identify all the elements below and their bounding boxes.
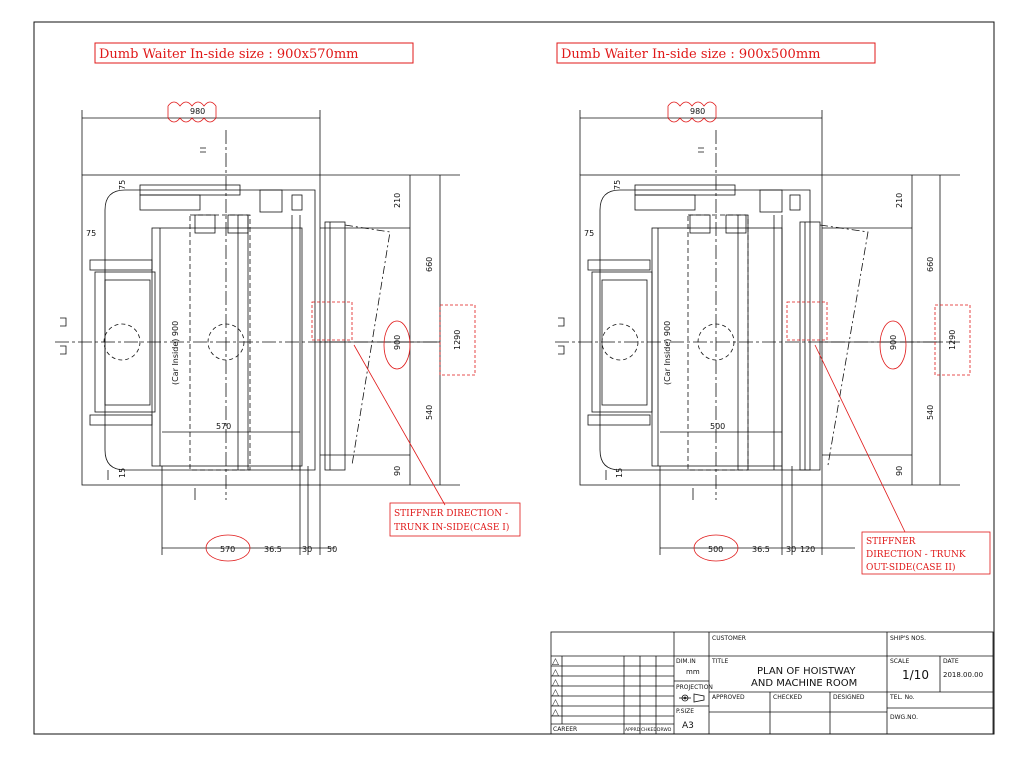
approved-label: APPROVED: [712, 694, 745, 701]
title-label: TITLE: [711, 658, 728, 665]
right-dim-36-5: 36.5: [752, 545, 770, 554]
left-dim-50: 50: [327, 545, 337, 554]
left-dim-car-inside: (Car Inside) 900: [171, 321, 180, 385]
left-dim-540: 540: [425, 405, 434, 420]
right-dim-car-inside: (Car Inside) 900: [663, 321, 672, 385]
left-note-line2: TRUNK IN-SIDE(CASE I): [394, 522, 509, 533]
left-dim-75a: 75: [118, 180, 127, 190]
right-dim-75b: 75: [584, 229, 594, 238]
left-red-cloud-1290: [439, 304, 476, 376]
right-dim-540: 540: [926, 405, 935, 420]
left-dim-inner-570: 570: [216, 422, 231, 431]
dim-in-value: mm: [686, 668, 700, 676]
psize-value: A3: [682, 721, 694, 731]
right-note-line1: STIFFNER: [866, 537, 916, 547]
date-value: 2018.00.00: [943, 671, 983, 679]
left-note-box: [389, 502, 521, 537]
right-note-box: [861, 531, 991, 575]
drwd-label: DRWD: [657, 727, 672, 733]
right-dim-90: 90: [895, 466, 904, 476]
revision-marker-3: △: [552, 678, 559, 688]
right-red-ellipse-500: [693, 534, 739, 562]
left-dim-15: 15: [118, 468, 127, 478]
customer-label: CUSTOMER: [712, 635, 746, 642]
left-red-ellipse-900: [383, 320, 411, 370]
left-heading: Dumb Waiter In-side size : 900x570mm: [99, 47, 359, 62]
projection-label: PROJECTION: [676, 684, 713, 691]
left-dim-660: 660: [425, 257, 434, 272]
ships-nos-label: SHIP'S NOS.: [890, 635, 926, 642]
right-dim-660: 660: [926, 257, 935, 272]
left-dim-30: 30: [302, 545, 312, 554]
psize-label: P.SIZE: [676, 708, 694, 715]
right-dim-1290: 1290: [948, 330, 957, 350]
right-heading-box: [556, 42, 876, 64]
revision-marker-4: △: [552, 688, 559, 698]
left-leader-line: [353, 344, 446, 506]
title-line1: PLAN OF HOISTWAY: [757, 666, 856, 677]
right-dim-980: 980: [690, 107, 705, 116]
right-leader-line: [814, 344, 906, 533]
right-dim-900: 900: [889, 335, 898, 350]
title-line2: AND MACHINE ROOM: [751, 678, 857, 689]
checked-label: CHECKED: [773, 694, 802, 701]
revision-markers: △ △ △ △ △ △: [552, 657, 559, 718]
left-dim-980: 980: [190, 107, 205, 116]
right-note-line2: DIRECTION - TRUNK: [866, 550, 966, 560]
right-red-cloud-1290: [934, 304, 971, 376]
right-red-cloud-mid: [786, 301, 828, 341]
left-dim-90: 90: [393, 466, 402, 476]
right-drawing: [555, 42, 991, 575]
left-dim-900: 900: [393, 335, 402, 350]
revision-marker-1: △: [552, 657, 559, 667]
revision-marker-6: △: [552, 708, 559, 718]
title-block: [550, 631, 994, 735]
right-dim-120: 120: [800, 545, 815, 554]
tel-label: TEL. No.: [889, 694, 915, 701]
left-heading-box: [94, 42, 414, 64]
left-dim-36-5: 36.5: [264, 545, 282, 554]
right-dim-labels: 980 75 75 210 660 540 90 (Car Inside) 90…: [584, 107, 957, 554]
left-dim-bottom-570: 570: [220, 545, 235, 554]
revision-marker-2: △: [552, 668, 559, 678]
date-label: DATE: [943, 658, 959, 665]
scale-label: SCALE: [890, 658, 909, 665]
sheet-border: [33, 21, 995, 735]
right-dim-15: 15: [615, 468, 624, 478]
right-red-ellipse-900: [879, 320, 907, 370]
dwg-label: DWG.NO.: [890, 714, 918, 721]
right-revision-cloud-top: [667, 101, 717, 123]
apprd-label: APPRD: [625, 727, 641, 733]
right-dim-inner-500: 500: [710, 422, 725, 431]
right-dim-30: 30: [786, 545, 796, 554]
title-block-labels: CUSTOMER SHIP'S NOS. DIM.IN TITLE SCALE …: [553, 635, 959, 733]
right-dim-210: 210: [895, 193, 904, 208]
left-dim-1290: 1290: [453, 330, 462, 350]
right-heading: Dumb Waiter In-side size : 900x500mm: [561, 47, 821, 62]
dim-in-label: DIM.IN: [676, 658, 696, 665]
right-dim-75a: 75: [613, 180, 622, 190]
right-dim-bottom-500: 500: [708, 545, 723, 554]
left-red-cloud-mid: [311, 301, 353, 341]
revision-marker-5: △: [552, 698, 559, 708]
left-note-line1: STIFFNER DIRECTION -: [394, 509, 508, 519]
left-dim-75b: 75: [86, 229, 96, 238]
left-dim-labels: 980 75 75 210 660 540 90 (Car Inside) 90…: [86, 107, 462, 554]
left-revision-cloud-top: [167, 101, 217, 123]
chked-label: CHKED: [641, 727, 657, 733]
left-drawing: [55, 42, 521, 562]
title-block-values: mm PLAN OF HOISTWAY AND MACHINE ROOM 1/1…: [682, 666, 983, 731]
career-label: CAREER: [553, 726, 577, 733]
scale-value: 1/10: [902, 668, 929, 682]
designed-label: DESIGNED: [833, 694, 865, 701]
left-red-ellipse-570: [205, 534, 251, 562]
right-note-line3: OUT-SIDE(CASE II): [866, 562, 955, 573]
left-dim-210: 210: [393, 193, 402, 208]
